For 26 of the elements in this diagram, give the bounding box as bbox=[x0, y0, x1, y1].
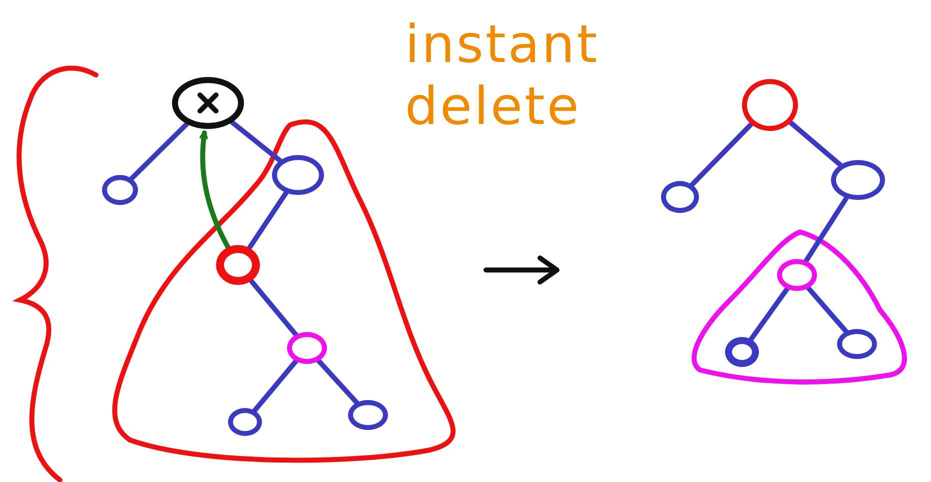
tree-node bbox=[172, 77, 244, 129]
tree-node bbox=[777, 259, 817, 291]
tree-edge bbox=[788, 120, 843, 168]
tree-edge bbox=[230, 120, 282, 164]
tree-node bbox=[837, 329, 877, 359]
tree-node bbox=[228, 408, 262, 436]
tree-node bbox=[102, 175, 138, 205]
tree-edge bbox=[690, 122, 754, 188]
tree-node bbox=[725, 337, 759, 367]
tree-node bbox=[272, 155, 324, 195]
tree-edge bbox=[806, 286, 849, 334]
tree-node bbox=[348, 400, 388, 430]
tree-node bbox=[742, 79, 798, 131]
tree-node bbox=[216, 245, 260, 285]
tree-node bbox=[831, 160, 885, 200]
tree-edge bbox=[248, 278, 298, 338]
tree-edge bbox=[246, 190, 289, 250]
tree-edge bbox=[316, 358, 360, 406]
tree-edge bbox=[252, 358, 298, 413]
tree-edge bbox=[129, 122, 190, 182]
arrow bbox=[198, 130, 231, 250]
tree-edge bbox=[748, 286, 790, 342]
tree-node bbox=[287, 332, 327, 364]
tree-edge bbox=[804, 196, 849, 264]
tree-node bbox=[661, 181, 699, 213]
annotation-text: instant delete bbox=[405, 14, 600, 138]
